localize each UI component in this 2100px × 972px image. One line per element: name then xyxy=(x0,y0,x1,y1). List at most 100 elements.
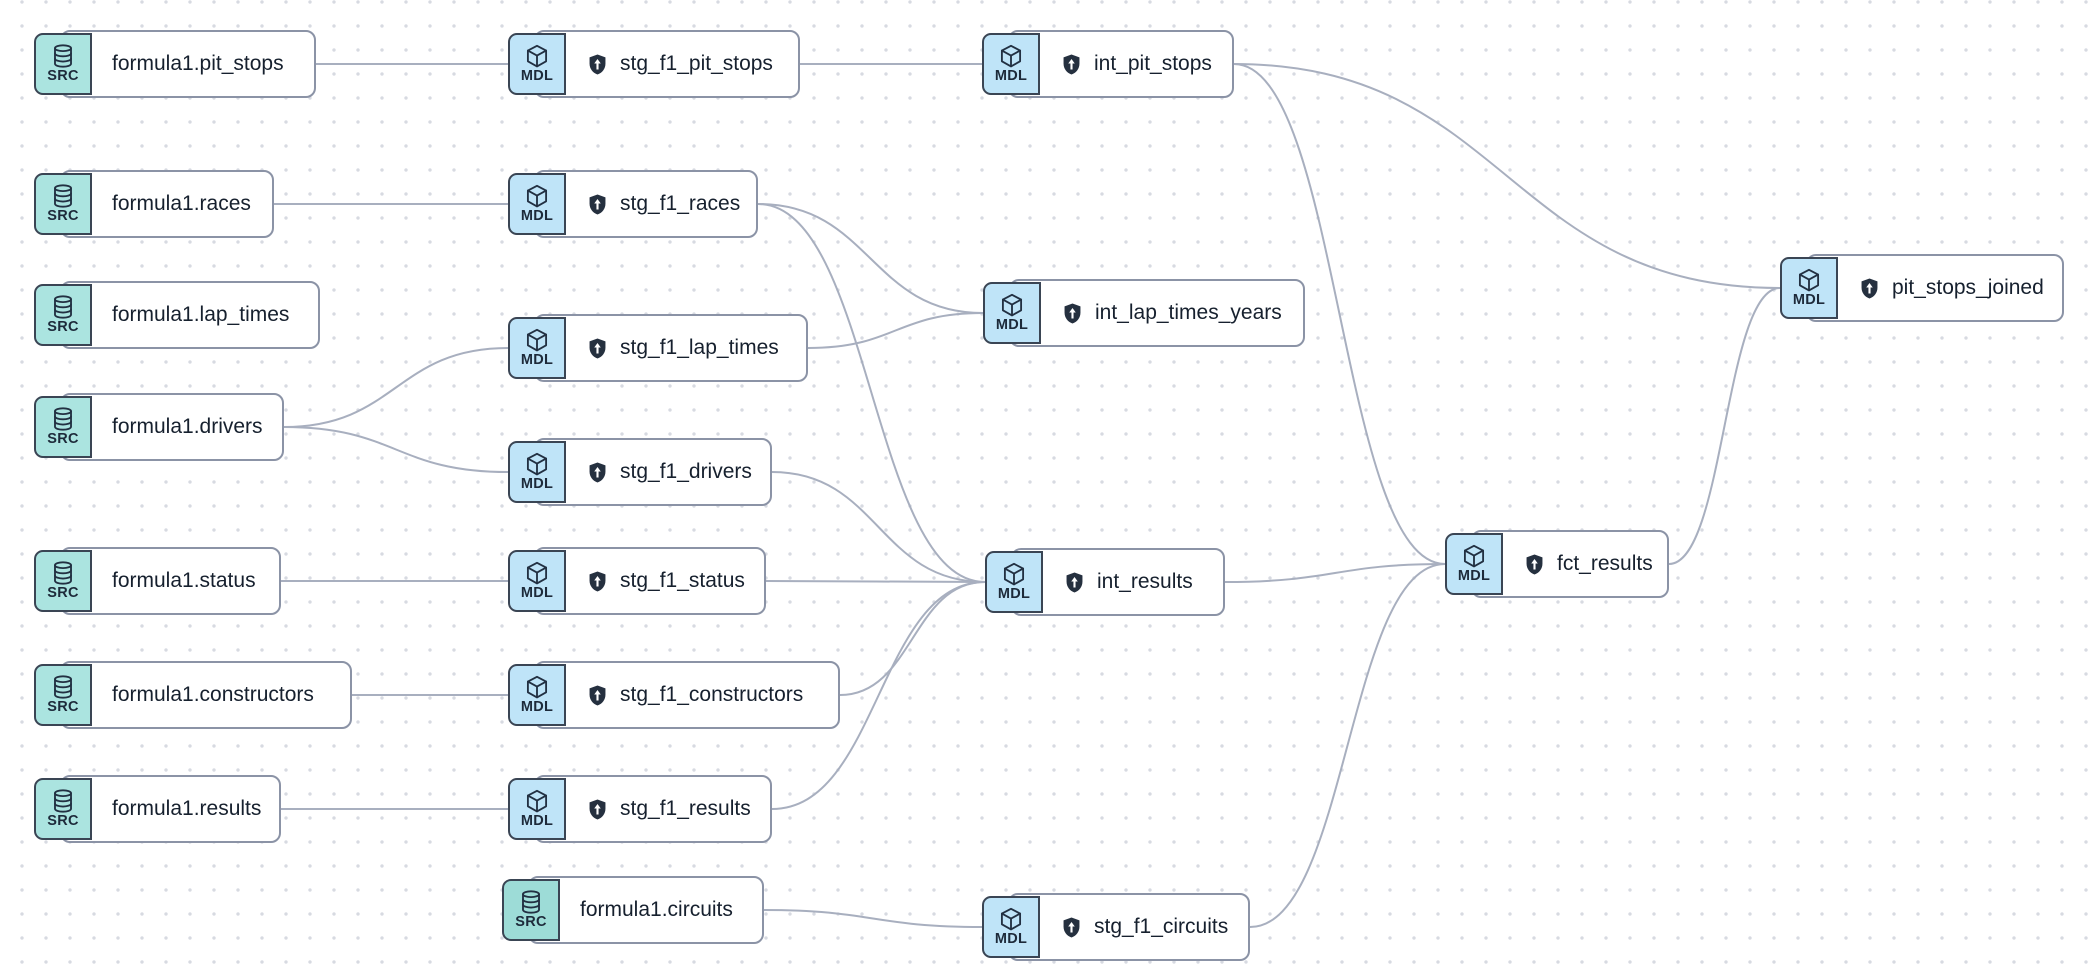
source-badge: SRC xyxy=(34,284,92,346)
node-body: formula1.circuits xyxy=(528,876,764,944)
model-badge: MDL xyxy=(508,33,566,95)
node-int_pit_stops[interactable]: int_pit_stops MDL xyxy=(982,30,1234,98)
cube-icon xyxy=(1461,543,1487,569)
cube-icon xyxy=(999,292,1025,318)
shield-icon xyxy=(586,193,609,216)
badge-label: MDL xyxy=(520,352,554,369)
edge-stg_f1_drivers-int_results xyxy=(771,471,986,583)
node-src_constructors[interactable]: formula1.constructors SRC xyxy=(34,661,352,729)
badge-label: MDL xyxy=(995,317,1029,334)
node-label: stg_f1_races xyxy=(620,192,741,215)
badge-label: SRC xyxy=(515,914,547,931)
database-icon xyxy=(50,674,76,700)
database-icon xyxy=(50,788,76,814)
node-label: formula1.constructors xyxy=(112,683,314,706)
node-stg_f1_circuits[interactable]: stg_f1_circuits MDL xyxy=(982,893,1250,961)
badge-label: MDL xyxy=(994,68,1028,85)
node-int_results[interactable]: int_results MDL xyxy=(985,548,1225,616)
database-icon xyxy=(50,406,76,432)
model-badge: MDL xyxy=(983,282,1041,344)
model-badge: MDL xyxy=(1780,257,1838,319)
cube-icon xyxy=(524,43,550,69)
badge-label: SRC xyxy=(47,431,79,448)
node-body: stg_f1_circuits xyxy=(1008,893,1250,961)
node-label: pit_stops_joined xyxy=(1892,276,2044,299)
cube-icon xyxy=(524,327,550,353)
node-label: formula1.drivers xyxy=(112,415,263,438)
cube-icon xyxy=(524,560,550,586)
shield-icon xyxy=(1060,53,1083,76)
shield-icon xyxy=(586,570,609,593)
node-body: formula1.races xyxy=(60,170,274,238)
node-src_circuits[interactable]: formula1.circuits SRC xyxy=(502,876,764,944)
model-badge: MDL xyxy=(982,33,1040,95)
node-stg_f1_status[interactable]: stg_f1_status MDL xyxy=(508,547,766,615)
node-body: int_results xyxy=(1011,548,1225,616)
badge-label: MDL xyxy=(1792,292,1826,309)
node-body: formula1.results xyxy=(60,775,281,843)
node-stg_f1_lap_times[interactable]: stg_f1_lap_times MDL xyxy=(508,314,808,382)
source-badge: SRC xyxy=(502,879,560,941)
node-src_status[interactable]: formula1.status SRC xyxy=(34,547,281,615)
node-label: stg_f1_constructors xyxy=(620,683,804,706)
badge-label: MDL xyxy=(520,813,554,830)
shield-icon xyxy=(1858,277,1881,300)
cube-icon xyxy=(998,906,1024,932)
edge-stg_f1_races-int_lap_times_years xyxy=(757,203,984,314)
shield-icon xyxy=(1060,916,1083,939)
badge-label: SRC xyxy=(47,699,79,716)
edge-stg_f1_constructors-int_results xyxy=(839,581,986,696)
badge-label: MDL xyxy=(520,585,554,602)
node-src_results[interactable]: formula1.results SRC xyxy=(34,775,281,843)
model-badge: MDL xyxy=(508,173,566,235)
node-body: stg_f1_lap_times xyxy=(534,314,808,382)
node-body: int_pit_stops xyxy=(1008,30,1234,98)
node-stg_f1_races[interactable]: stg_f1_races MDL xyxy=(508,170,758,238)
edge-src_circuits-stg_f1_circuits xyxy=(763,909,983,928)
badge-label: SRC xyxy=(47,813,79,830)
edge-int_results-fct_results xyxy=(1224,563,1446,583)
node-stg_f1_pit_stops[interactable]: stg_f1_pit_stops MDL xyxy=(508,30,800,98)
node-body: formula1.lap_times xyxy=(60,281,320,349)
model-badge: MDL xyxy=(508,778,566,840)
badge-label: SRC xyxy=(47,208,79,225)
node-body: stg_f1_status xyxy=(534,547,766,615)
database-icon xyxy=(50,560,76,586)
badge-label: MDL xyxy=(520,476,554,493)
shield-icon xyxy=(1063,571,1086,594)
node-stg_f1_constructors[interactable]: stg_f1_constructors MDL xyxy=(508,661,840,729)
node-fct_results[interactable]: fct_results MDL xyxy=(1445,530,1669,598)
node-int_lap_times_years[interactable]: int_lap_times_years MDL xyxy=(983,279,1305,347)
database-icon xyxy=(50,43,76,69)
node-label: stg_f1_drivers xyxy=(620,460,752,483)
shield-icon xyxy=(1523,553,1546,576)
badge-label: SRC xyxy=(47,319,79,336)
node-src_pit_stops[interactable]: formula1.pit_stops SRC xyxy=(34,30,316,98)
node-src_drivers[interactable]: formula1.drivers SRC xyxy=(34,393,284,461)
node-body: int_lap_times_years xyxy=(1009,279,1305,347)
node-body: formula1.drivers xyxy=(60,393,284,461)
shield-icon xyxy=(586,684,609,707)
shield-icon xyxy=(1061,302,1084,325)
node-body: formula1.pit_stops xyxy=(60,30,316,98)
node-src_lap_times[interactable]: formula1.lap_times SRC xyxy=(34,281,320,349)
badge-label: MDL xyxy=(520,68,554,85)
source-badge: SRC xyxy=(34,173,92,235)
source-badge: SRC xyxy=(34,550,92,612)
edge-stg_f1_status-int_results xyxy=(765,580,986,583)
edge-stg_f1_circuits-fct_results xyxy=(1249,563,1446,928)
node-stg_f1_results[interactable]: stg_f1_results MDL xyxy=(508,775,772,843)
source-badge: SRC xyxy=(34,396,92,458)
node-pit_stops_joined[interactable]: pit_stops_joined MDL xyxy=(1780,254,2064,322)
cube-icon xyxy=(524,674,550,700)
node-label: stg_f1_pit_stops xyxy=(620,52,773,75)
node-stg_f1_drivers[interactable]: stg_f1_drivers MDL xyxy=(508,438,772,506)
shield-icon xyxy=(586,337,609,360)
node-body: formula1.status xyxy=(60,547,281,615)
cube-icon xyxy=(524,451,550,477)
badge-label: MDL xyxy=(994,931,1028,948)
node-src_races[interactable]: formula1.races SRC xyxy=(34,170,274,238)
database-icon xyxy=(50,294,76,320)
database-icon xyxy=(50,183,76,209)
